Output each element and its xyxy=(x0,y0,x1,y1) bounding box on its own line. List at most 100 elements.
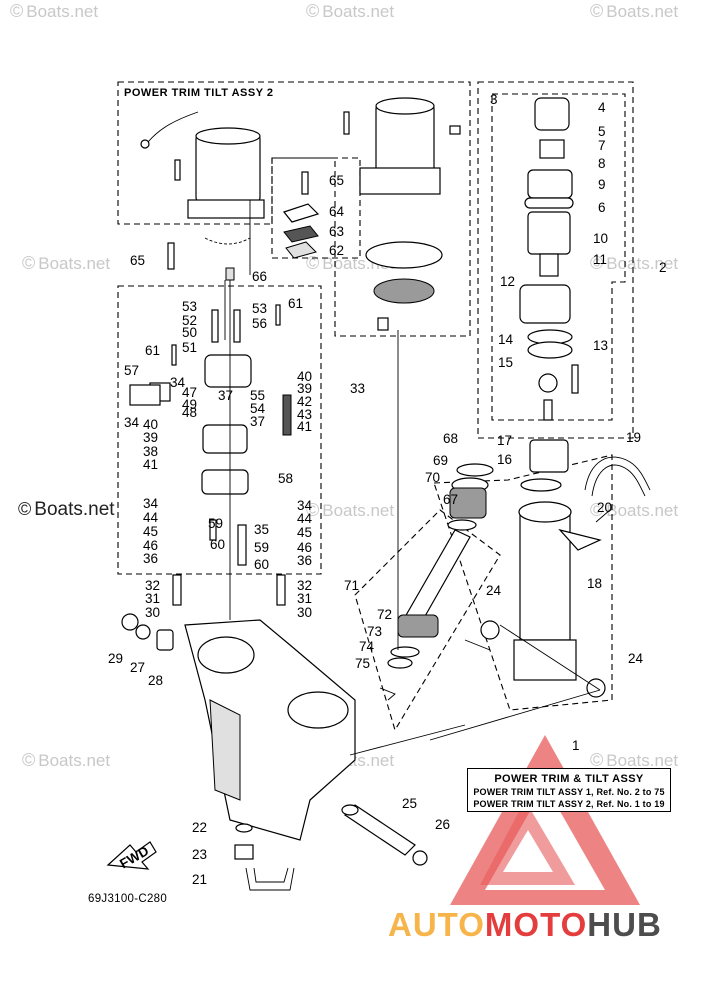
part-label: 59 xyxy=(254,540,269,555)
part-labels: 1 2 3 4 5 7 8 9 6 10 11 12 13 14 15 16 1… xyxy=(108,92,667,887)
part-label: 72 xyxy=(377,607,392,622)
part-label: 63 xyxy=(329,224,344,239)
part-label: 11 xyxy=(593,252,607,267)
part-label: 28 xyxy=(148,673,163,688)
watermark: ©Boats.net xyxy=(306,500,395,520)
watermark: ©Boats.net xyxy=(590,1,679,21)
part-label: 44 xyxy=(297,511,313,526)
part-label: 35 xyxy=(254,522,269,537)
part-label: 48 xyxy=(182,405,197,420)
part-label: 47 xyxy=(182,385,197,400)
part-label: 34 xyxy=(143,496,159,511)
cylinder-box xyxy=(491,93,626,421)
part-label: 15 xyxy=(498,355,513,370)
part-label: 14 xyxy=(498,332,514,347)
part-label: 17 xyxy=(497,433,512,448)
watermark: ©Boats.net xyxy=(10,1,99,21)
part-label: 57 xyxy=(124,363,139,378)
part-label: 55 xyxy=(250,388,265,403)
part-label: 34 xyxy=(124,415,140,430)
part-label: 4 xyxy=(598,100,606,115)
watermark: ©Boats.net xyxy=(590,253,679,273)
brand-wordmark: AUTOMOTOHUB xyxy=(388,906,662,944)
watermark: ©Boats.net xyxy=(306,1,395,21)
part-label: 44 xyxy=(143,510,159,525)
part-label: 37 xyxy=(218,388,233,403)
part-label: 3 xyxy=(490,92,498,107)
part-label: 46 xyxy=(297,540,312,555)
assy2-box xyxy=(117,81,471,337)
leader-lines xyxy=(224,200,611,756)
part-label: 59 xyxy=(208,516,223,531)
part-label: 22 xyxy=(192,820,207,835)
part-label: 64 xyxy=(329,204,345,219)
part-label: 71 xyxy=(344,578,359,593)
tilt-motor-left xyxy=(140,111,265,245)
pump xyxy=(167,171,320,270)
part-label: 38 xyxy=(143,444,158,459)
part-label: 36 xyxy=(143,551,158,566)
part-label: 1 xyxy=(572,738,580,753)
part-label: 7 xyxy=(598,138,606,153)
valve-stack xyxy=(129,267,292,620)
watermark: ©Boats.net xyxy=(590,750,679,770)
legend-row: POWER TRIM TILT ASSY 2, Ref. No. 1 to 19 xyxy=(473,799,665,809)
part-label: 37 xyxy=(250,414,265,429)
part-label: 26 xyxy=(435,817,450,832)
part-label: 39 xyxy=(297,381,312,396)
part-label: 30 xyxy=(297,605,312,620)
part-label: 42 xyxy=(297,394,312,409)
cylinder xyxy=(480,97,651,698)
part-label: 31 xyxy=(297,591,312,606)
valve-stack-box xyxy=(117,285,322,575)
part-label: 49 xyxy=(182,397,197,412)
part-label: 69 xyxy=(433,453,448,468)
watermark: ©Boats.net xyxy=(590,500,679,520)
part-label: 9 xyxy=(598,177,606,192)
piston-box xyxy=(433,454,613,711)
part-label: 60 xyxy=(210,537,225,552)
part-label: 53 xyxy=(182,299,197,314)
brand-part: AUTO xyxy=(388,906,485,943)
part-label: 65 xyxy=(329,173,344,188)
ram-parts-box xyxy=(354,509,501,732)
assy2-title: POWER TRIM TILT ASSY 2 xyxy=(124,87,274,99)
part-label: 53 xyxy=(252,301,267,316)
part-label: 41 xyxy=(297,419,312,434)
part-label: 56 xyxy=(252,316,267,331)
part-label: 31 xyxy=(145,591,160,606)
part-label: 29 xyxy=(108,651,123,666)
part-label: 13 xyxy=(593,338,608,353)
part-label: 73 xyxy=(367,624,382,639)
part-label: 30 xyxy=(145,605,160,620)
brand-part: HUB xyxy=(587,906,662,943)
part-label: 67 xyxy=(443,492,458,507)
tilt-motor-right xyxy=(343,97,461,331)
part-label: 10 xyxy=(593,231,608,246)
brand-part: MOTO xyxy=(484,906,588,943)
part-label: 60 xyxy=(254,557,269,572)
tilt-ram xyxy=(379,463,494,701)
part-label: 8 xyxy=(598,156,606,171)
part-label: 18 xyxy=(587,576,602,591)
part-label: 19 xyxy=(626,430,641,445)
part-label: 62 xyxy=(329,243,344,258)
fwd-arrow-icon: FWD xyxy=(106,841,157,871)
part-label: 43 xyxy=(297,407,312,422)
part-label: 20 xyxy=(597,500,612,515)
part-label: 27 xyxy=(130,660,145,675)
part-label: 24 xyxy=(486,583,502,598)
part-label: 75 xyxy=(355,656,370,671)
part-label: 70 xyxy=(425,470,440,485)
part-label: 5 xyxy=(598,124,606,139)
shaft xyxy=(341,804,428,866)
part-label: 34 xyxy=(297,498,313,513)
watermark: ©Boats.net xyxy=(22,253,111,273)
lower-fittings xyxy=(234,823,295,891)
part-label: 2 xyxy=(659,260,667,275)
part-label: 46 xyxy=(143,538,158,553)
part-label: 36 xyxy=(297,553,312,568)
part-label: 61 xyxy=(288,296,303,311)
part-label: 21 xyxy=(192,872,207,887)
